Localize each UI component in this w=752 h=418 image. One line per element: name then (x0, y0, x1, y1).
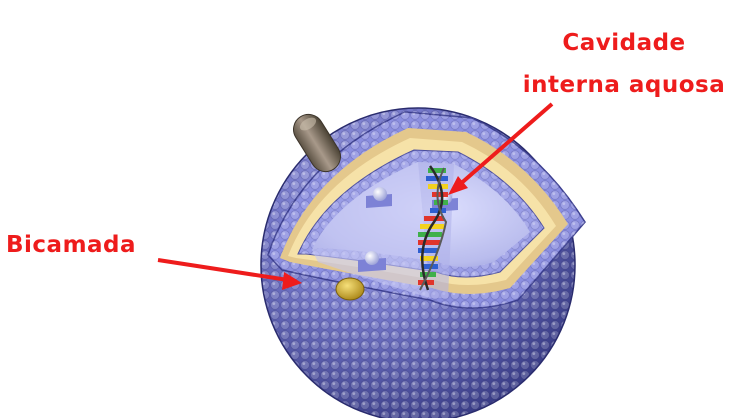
label-cavity-line1: Cavidade (504, 22, 744, 64)
label-aqueous-cavity: Cavidade interna aquosa (504, 22, 744, 106)
embedded-protein (336, 278, 364, 300)
label-bilayer: Bicamada (6, 232, 136, 258)
label-cavity-line2: interna aquosa (504, 64, 744, 106)
